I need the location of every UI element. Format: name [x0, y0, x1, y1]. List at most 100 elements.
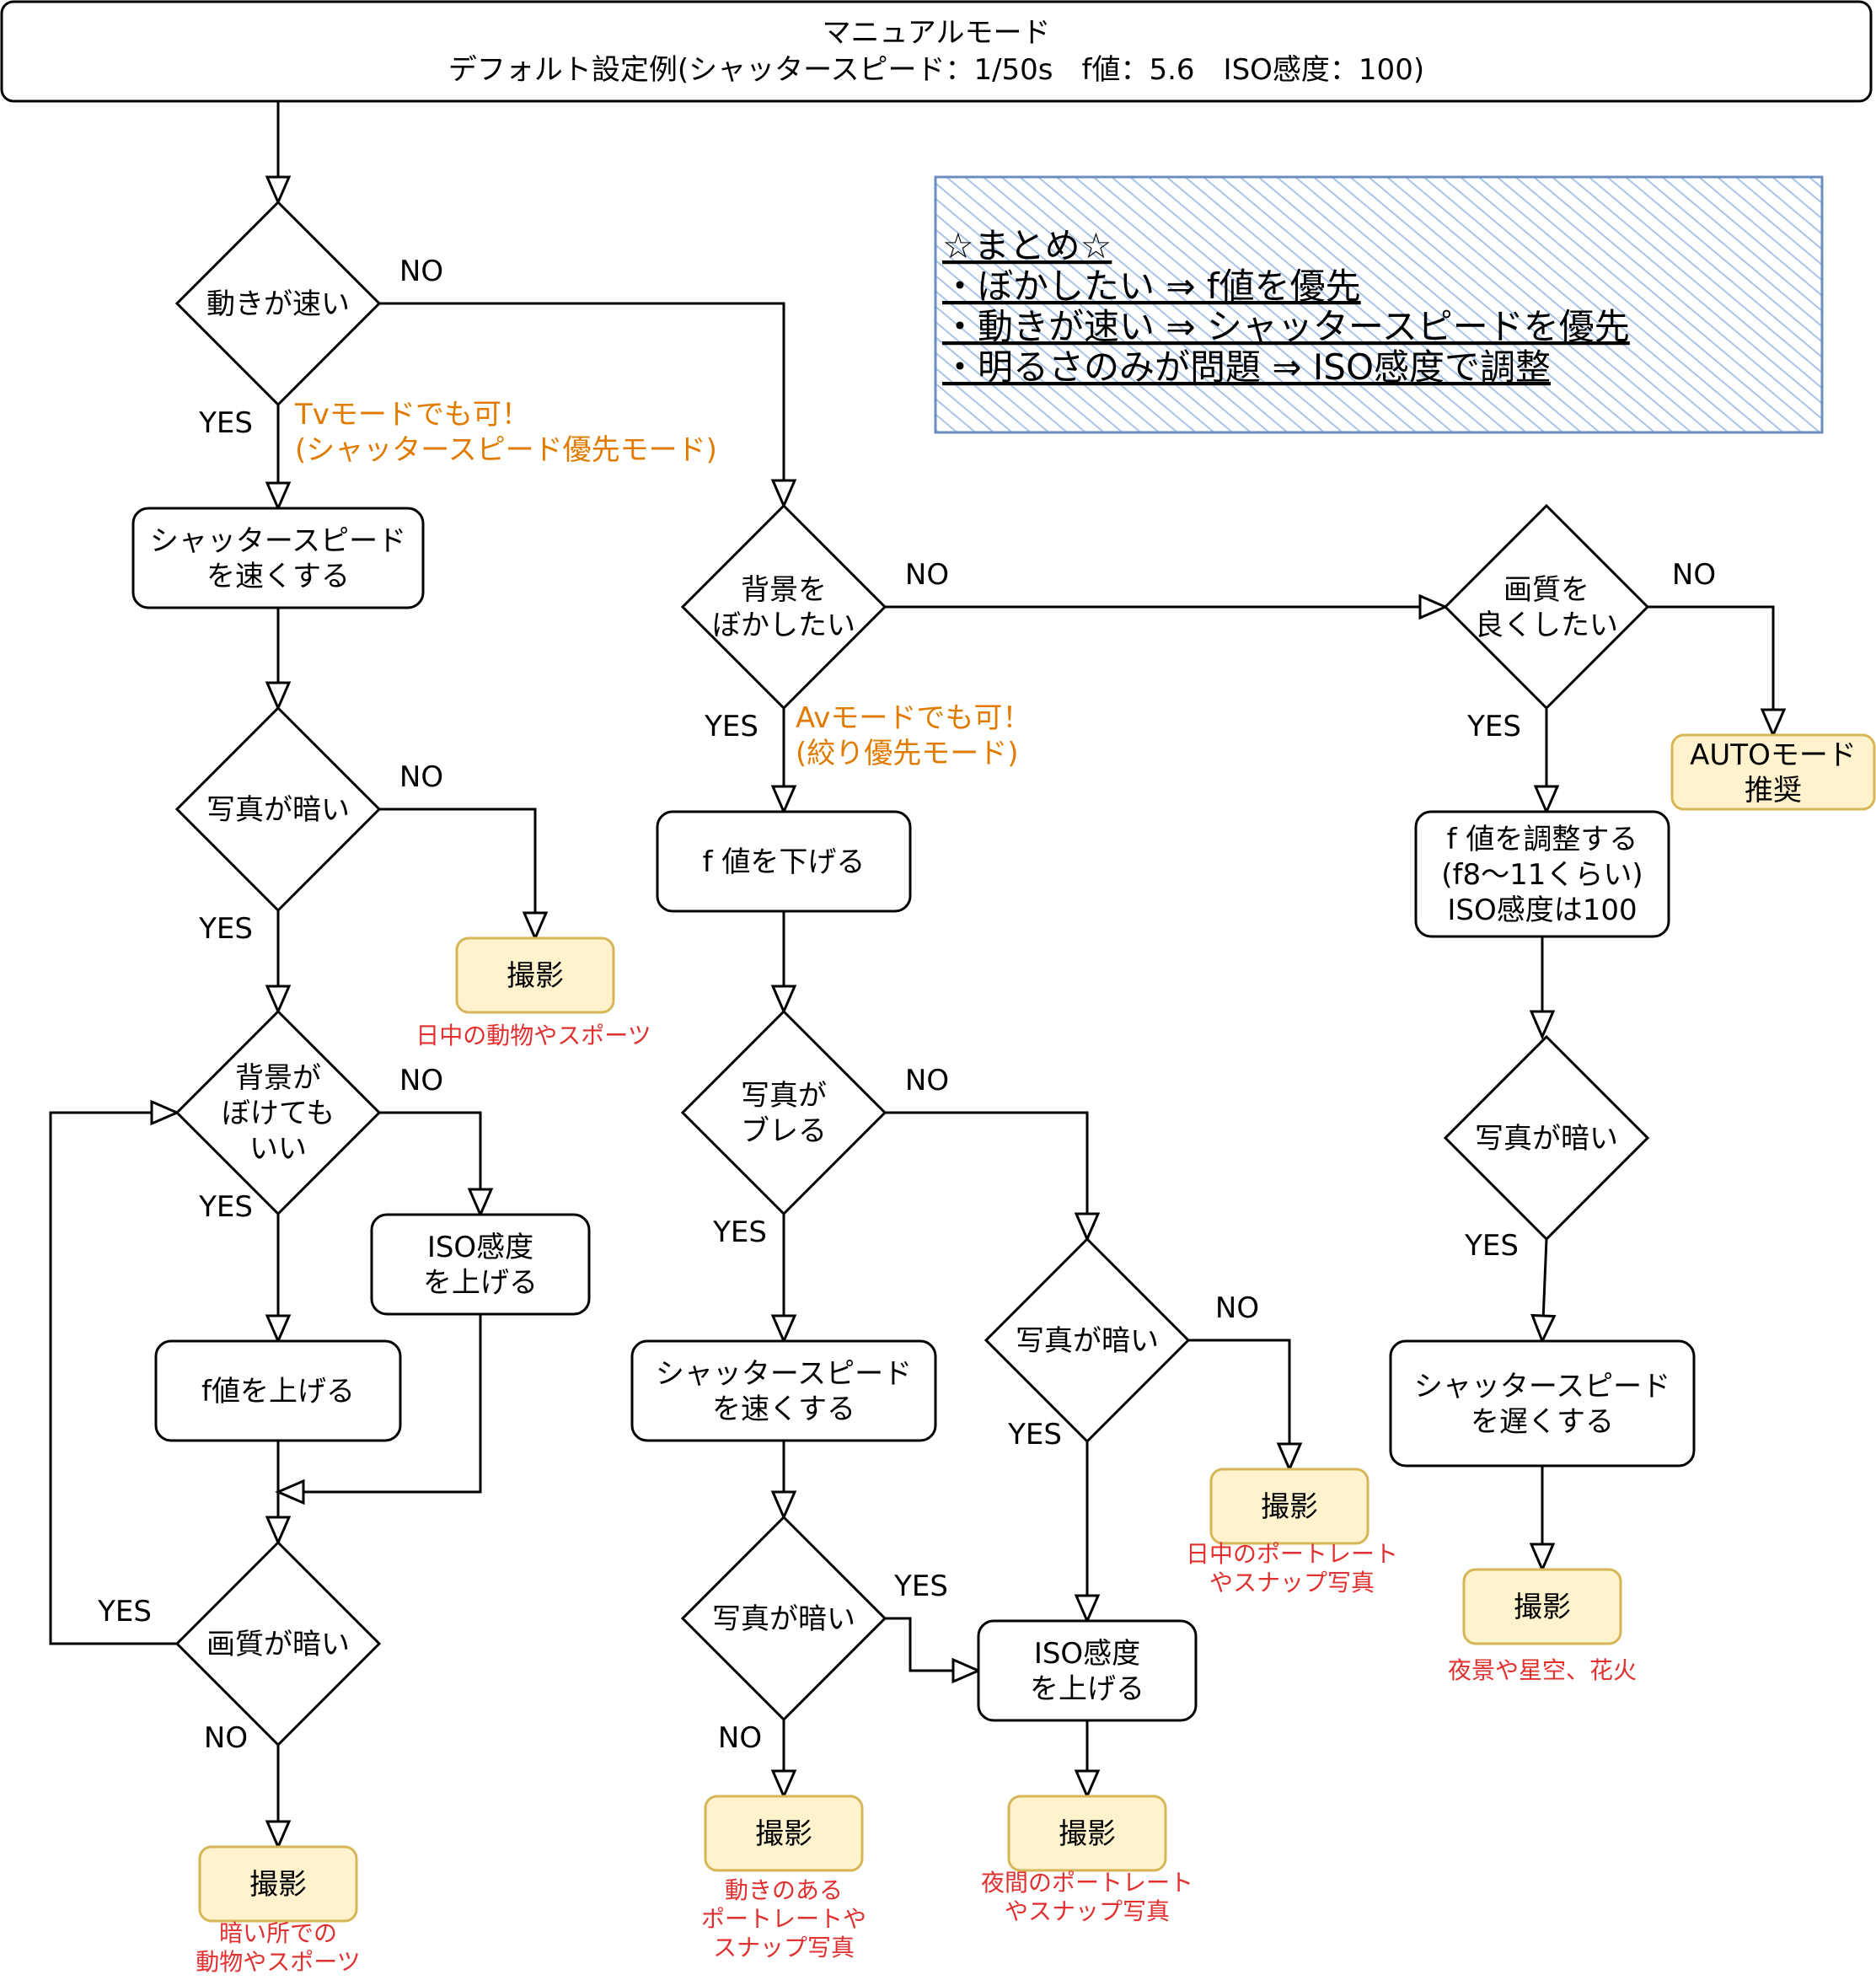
branch-label-yes: YES: [198, 1190, 253, 1224]
terminal-box: [1462, 1568, 1622, 1645]
node-p-f-adjust-line-1: f 値を調整する: [1447, 823, 1638, 856]
branch-label-yes: YES: [198, 406, 253, 440]
process-box: [154, 1339, 402, 1442]
arrowhead-4: [265, 985, 292, 1015]
summary-item-1: ・ぼかしたい ⇒ f値を優先: [942, 266, 1361, 307]
arrowhead-21: [1074, 1594, 1101, 1624]
node-p-f-up: f値を上げる: [154, 1339, 402, 1442]
decision-diamond: [680, 503, 887, 711]
node-p-iso-up-mid-line-2: を上げる: [1030, 1672, 1144, 1706]
caption-motion-portrait-line-1: 動きのある: [725, 1876, 843, 1904]
caption-night-portrait-line-1: 夜間のポートレート: [981, 1869, 1193, 1897]
node-t-shoot-day-left: 撮影: [455, 936, 615, 1014]
edge-24: [1648, 605, 1775, 710]
node-t-shoot-portrait-day: 撮影: [1209, 1468, 1369, 1545]
header-box: マニュアルモード デフォルト設定例(シャッタースピード：1/50s f値：5.6…: [0, 0, 1873, 103]
node-p-f-down-line-1: f 値を下げる: [703, 845, 866, 879]
arrowhead-17: [770, 1490, 797, 1521]
decision-diamond: [174, 1009, 382, 1216]
process-box: [131, 507, 425, 609]
header-line2: デフォルト設定例(シャッタースピード：1/50s f値：5.6 ISO感度：10…: [448, 53, 1424, 87]
arrowhead-20: [1276, 1442, 1303, 1473]
process-box: [1389, 1339, 1696, 1468]
decision-diamond: [680, 1009, 887, 1216]
branch-label-yes: YES: [712, 1215, 767, 1249]
node-t-shoot-portrait-day-line-1: 撮影: [1261, 1490, 1318, 1524]
arrowhead-11: [275, 1478, 305, 1505]
node-t-auto-line-2: 推奨: [1745, 774, 1802, 808]
process-box: [1414, 810, 1670, 938]
note-av-mode-line-2: (絞り優先モード): [796, 737, 1019, 770]
caption-dark-sports-line-2: 動物やスポーツ: [196, 1948, 360, 1976]
decision-diamond: [1443, 1034, 1650, 1242]
node-d-shake-line-1: 写真が: [741, 1079, 827, 1113]
node-p-shutter-slow-line-1: シャッタースピード: [1414, 1370, 1670, 1403]
header-line1: マニュアルモード: [823, 16, 1051, 50]
edges-layer: [49, 101, 1787, 1850]
edge-22: [885, 1617, 953, 1672]
caption-day-sports-line-1: 日中の動物やスポーツ: [415, 1022, 651, 1049]
node-t-auto-line-1: AUTOモード: [1690, 738, 1857, 772]
arrowhead-14: [770, 785, 797, 815]
branch-label-no: NO: [905, 1064, 949, 1097]
node-t-shoot-night-line-1: 撮影: [1514, 1591, 1571, 1624]
branch-label-yes: YES: [97, 1595, 152, 1629]
summary-item-3: ・明るさのみが問題 ⇒ ISO感度で調整: [942, 346, 1551, 388]
caption-night-portrait-line-2: やスナップ写真: [1005, 1897, 1170, 1925]
node-d-dark-right-line-1: 写真が暗い: [1475, 1122, 1618, 1156]
branch-label-yes: YES: [1464, 1229, 1519, 1263]
arrowhead-12: [150, 1099, 180, 1126]
process-box: [977, 1619, 1198, 1722]
note-tv-mode-line-1: Tvモードでも可！: [294, 398, 530, 432]
arrowhead-2: [265, 481, 292, 512]
arrowhead-13: [1418, 593, 1449, 620]
arrowhead-9: [522, 911, 549, 942]
branch-label-yes: YES: [1466, 710, 1521, 743]
node-d-dark-left-line-1: 写真が暗い: [206, 793, 350, 827]
branch-label-yes: YES: [893, 1570, 948, 1603]
arrowhead-28: [1529, 1543, 1556, 1573]
node-p-shutter-slow-line-2: を遅くする: [1471, 1405, 1614, 1439]
arrowhead-24: [1760, 708, 1787, 738]
node-p-f-up-line-1: f値を上げる: [201, 1375, 355, 1409]
note-tv-mode-line-2: (シャッタースピード優先モード): [295, 433, 717, 467]
node-p-f-adjust-line-2: (f8～11くらい): [1441, 858, 1643, 892]
arrowhead-23: [1074, 1769, 1101, 1800]
caption-motion-portrait-line-2: ポートレートや: [701, 1905, 866, 1933]
caption-dark-sports-line-1: 暗い所での: [219, 1919, 337, 1947]
node-d-dark-mid2-line-1: 写真が暗い: [1016, 1324, 1159, 1358]
arrowhead-10: [467, 1188, 494, 1218]
arrowhead-26: [1529, 1010, 1556, 1040]
node-t-shoot-portrait-night-line-1: 撮影: [1059, 1817, 1116, 1851]
summary-box: ☆まとめ☆ ・ぼかしたい ⇒ f値を優先 ・動きが速い ⇒ シャッタースピードを…: [934, 175, 1824, 434]
node-p-shutter-fast-left-line-2: を速くする: [206, 560, 350, 593]
node-d-bg-blur-ok-line-2: ぼけても: [222, 1097, 335, 1130]
node-p-f-adjust: f 値を調整する(f8～11くらい)ISO感度は100: [1414, 810, 1670, 938]
node-p-iso-up-left-line-1: ISO感度: [427, 1231, 533, 1264]
node-d-quality-dark: 画質が暗い: [174, 1540, 382, 1747]
node-p-iso-up-left-line-2: を上げる: [423, 1266, 538, 1300]
arrowhead-8: [770, 479, 797, 509]
edge-10: [379, 1111, 482, 1189]
arrowhead-27: [1530, 1313, 1557, 1344]
node-d-quality-line-2: 良くしたい: [1475, 609, 1618, 642]
branch-label-no: NO: [399, 255, 443, 288]
nodes-layer: 動きが速いシャッタースピードを速くする写真が暗い撮影背景がぼけてもいいISO感度…: [131, 200, 1876, 1923]
arrowhead-3: [265, 681, 292, 711]
branch-label-yes: YES: [198, 912, 253, 946]
edge-8: [379, 302, 785, 480]
arrowhead-15: [770, 985, 797, 1015]
branch-label-yes: YES: [1007, 1418, 1062, 1451]
branch-label-yes: YES: [704, 710, 758, 743]
arrowhead-7: [265, 1820, 292, 1850]
decision-diamond: [984, 1237, 1191, 1444]
node-p-f-adjust-line-3: ISO感度は100: [1447, 893, 1637, 927]
node-d-quality-dark-line-1: 画質が暗い: [206, 1628, 350, 1661]
node-d-bg-blur-line-2: ぼかしたい: [712, 609, 855, 642]
node-d-dark-left: 写真が暗い: [174, 706, 382, 913]
